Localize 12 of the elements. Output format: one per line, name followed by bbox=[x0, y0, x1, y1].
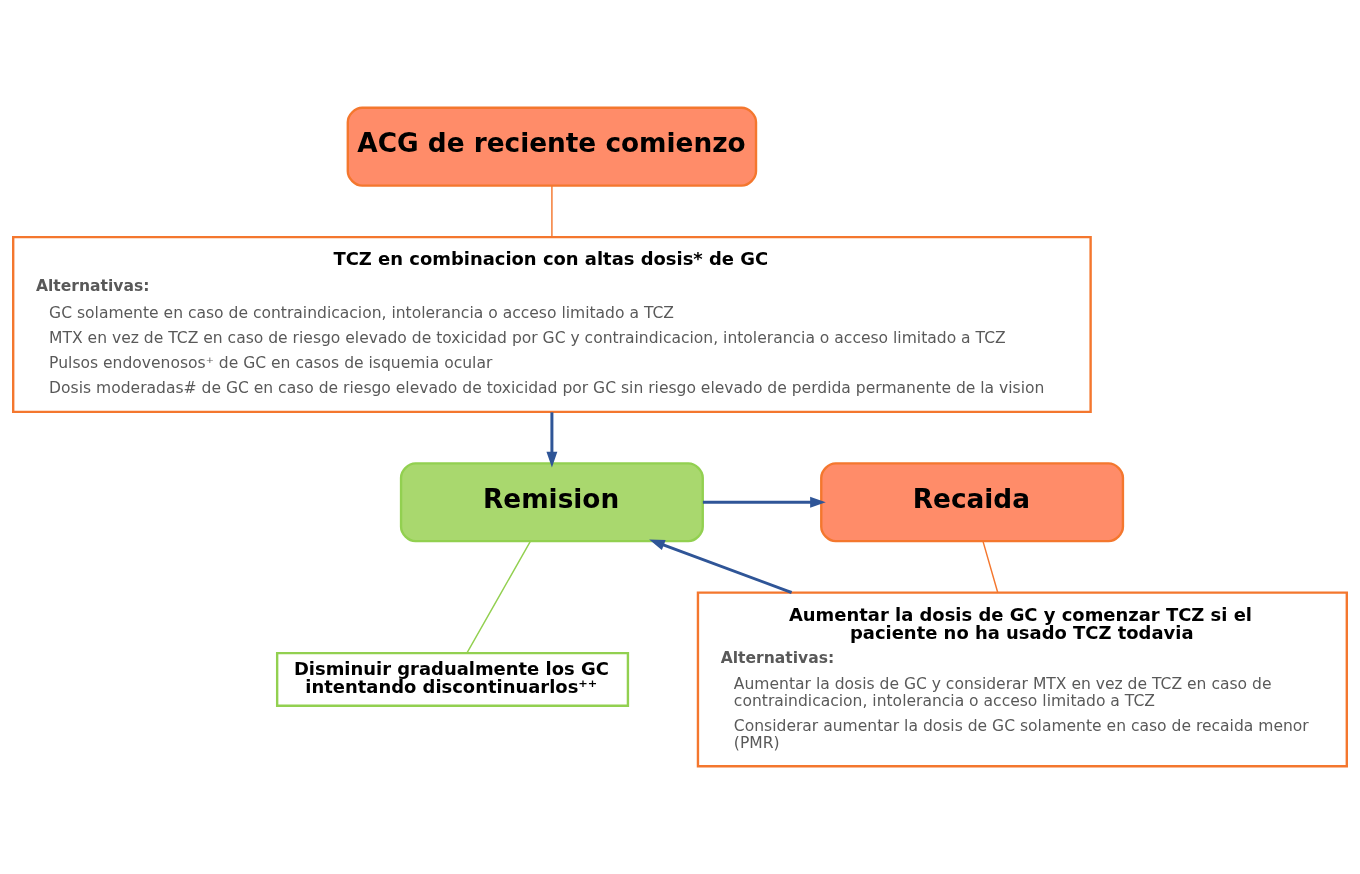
arrow bbox=[546, 412, 558, 468]
node-box: TCZ en combinacion con altas dosis* de GC Alternativas: GC solamente en caso de contraindicacion, intolerancia o acceso limitado a TCZ MTX en vez de TCZ en caso de riesgo elevado de toxicidad por GC y contraindicacion, intolerancia o acceso limitado a TCZ Pulsos endovenosos⁺ de GC en casos de isquemia ocular Dosis moderadas# de GC en caso de riesgo elevado de toxicidad por GC sin riesgo elevado de perdida permanente de la vision bbox=[12, 235, 1092, 414]
node-box: Remision bbox=[399, 462, 704, 543]
node-box: Aumentar la dosis de GC y comenzar TCZ si el paciente no ha usado TCZ todavia Alternativas: Aumentar la dosis de GC y considerar MTX en vez de TCZ en caso de contraindicacion, intolerancia o acceso limitado a TCZ Considerar aumentar la dosis de GC solamente en caso de recaida menor (PMR) bbox=[696, 591, 1348, 768]
node-box: Disminuir gradualmente los GC intentando discontinuarlos⁺⁺ bbox=[275, 651, 630, 707]
node-box: Recaida bbox=[820, 462, 1125, 543]
arrow bbox=[649, 539, 793, 594]
connector bbox=[551, 185, 553, 238]
arrow bbox=[702, 496, 826, 508]
connector bbox=[982, 540, 999, 593]
connector bbox=[466, 540, 532, 654]
node-box: ACG de reciente comienzo bbox=[346, 106, 758, 187]
